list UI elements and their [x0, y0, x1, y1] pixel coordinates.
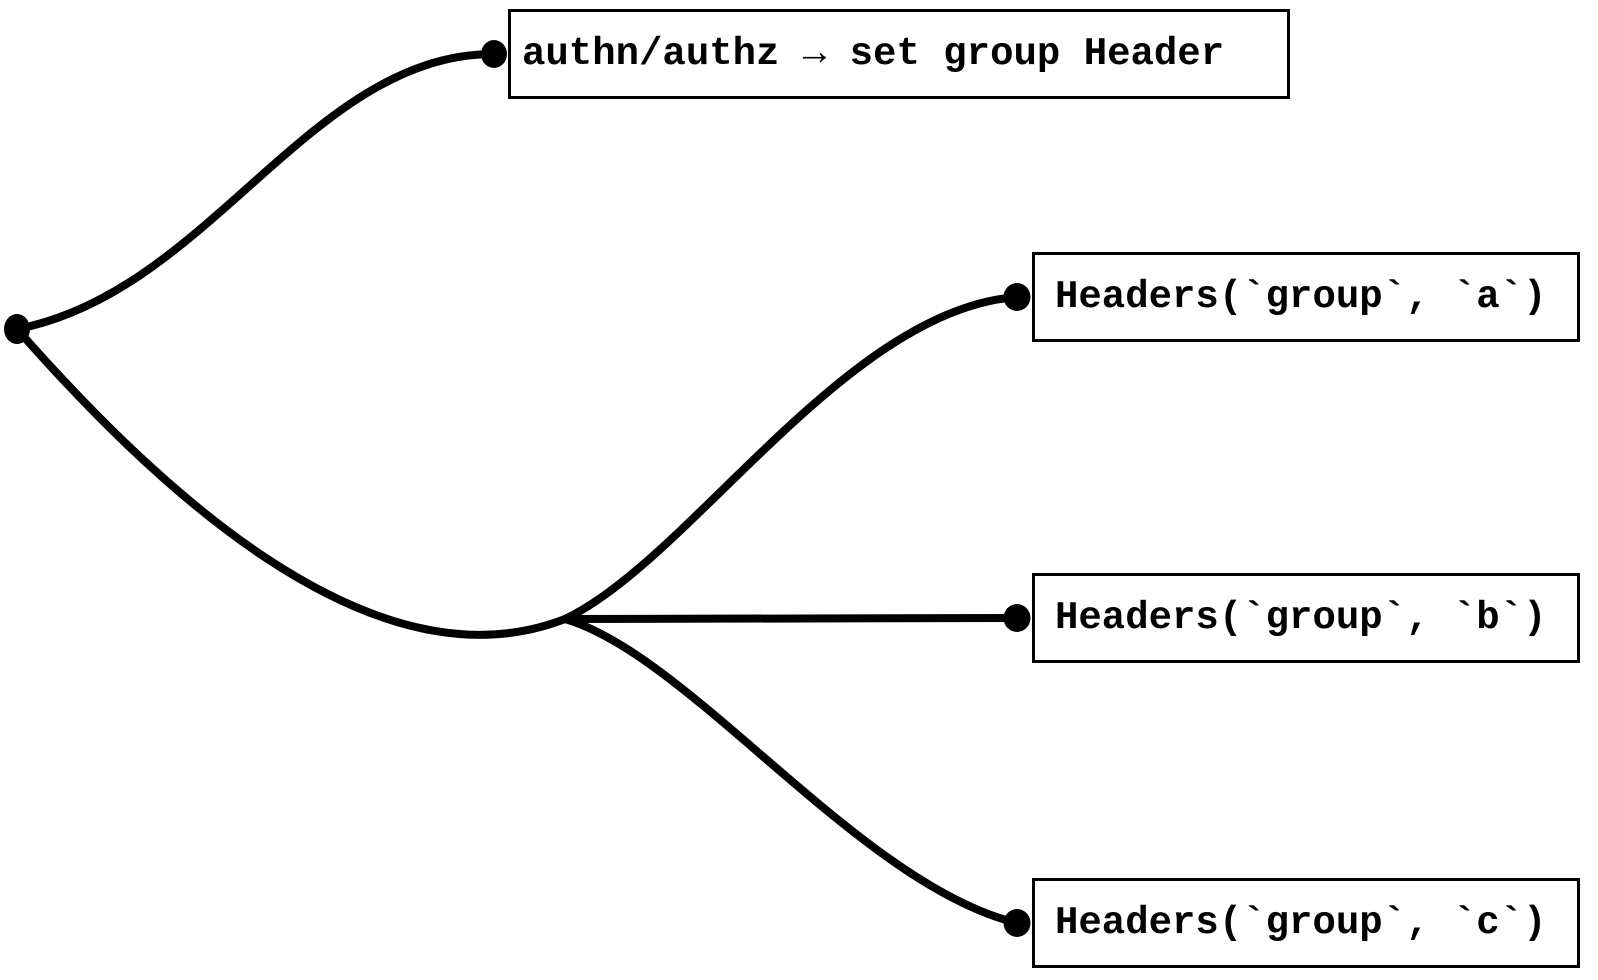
edge-branch-to-header-a — [561, 293, 1021, 623]
edge-branch-to-header-b — [561, 614, 1021, 623]
node-headers-group-c: Headers(`group`, `c`) — [1032, 878, 1580, 968]
authn-node-dot — [481, 40, 507, 68]
edge-branch-to-header-c — [561, 615, 1021, 927]
node-authn-authz-label: authn/authz → set group Header — [522, 31, 1225, 76]
header-a-node-dot — [1003, 283, 1031, 311]
node-headers-group-c-label: Headers(`group`, `c`) — [1055, 900, 1547, 945]
node-authn-authz: authn/authz → set group Header — [508, 9, 1290, 99]
node-headers-group-a: Headers(`group`, `a`) — [1032, 252, 1580, 342]
header-b-node-dot — [1003, 604, 1031, 632]
edge-root-to-branch — [13, 325, 569, 639]
root-junction-dot — [4, 314, 30, 344]
node-headers-group-b-label: Headers(`group`, `b`) — [1055, 595, 1547, 640]
node-headers-group-b: Headers(`group`, `b`) — [1032, 573, 1580, 663]
edge-root-to-authn — [13, 50, 498, 333]
header-c-node-dot — [1003, 909, 1031, 937]
node-headers-group-a-label: Headers(`group`, `a`) — [1055, 274, 1547, 319]
